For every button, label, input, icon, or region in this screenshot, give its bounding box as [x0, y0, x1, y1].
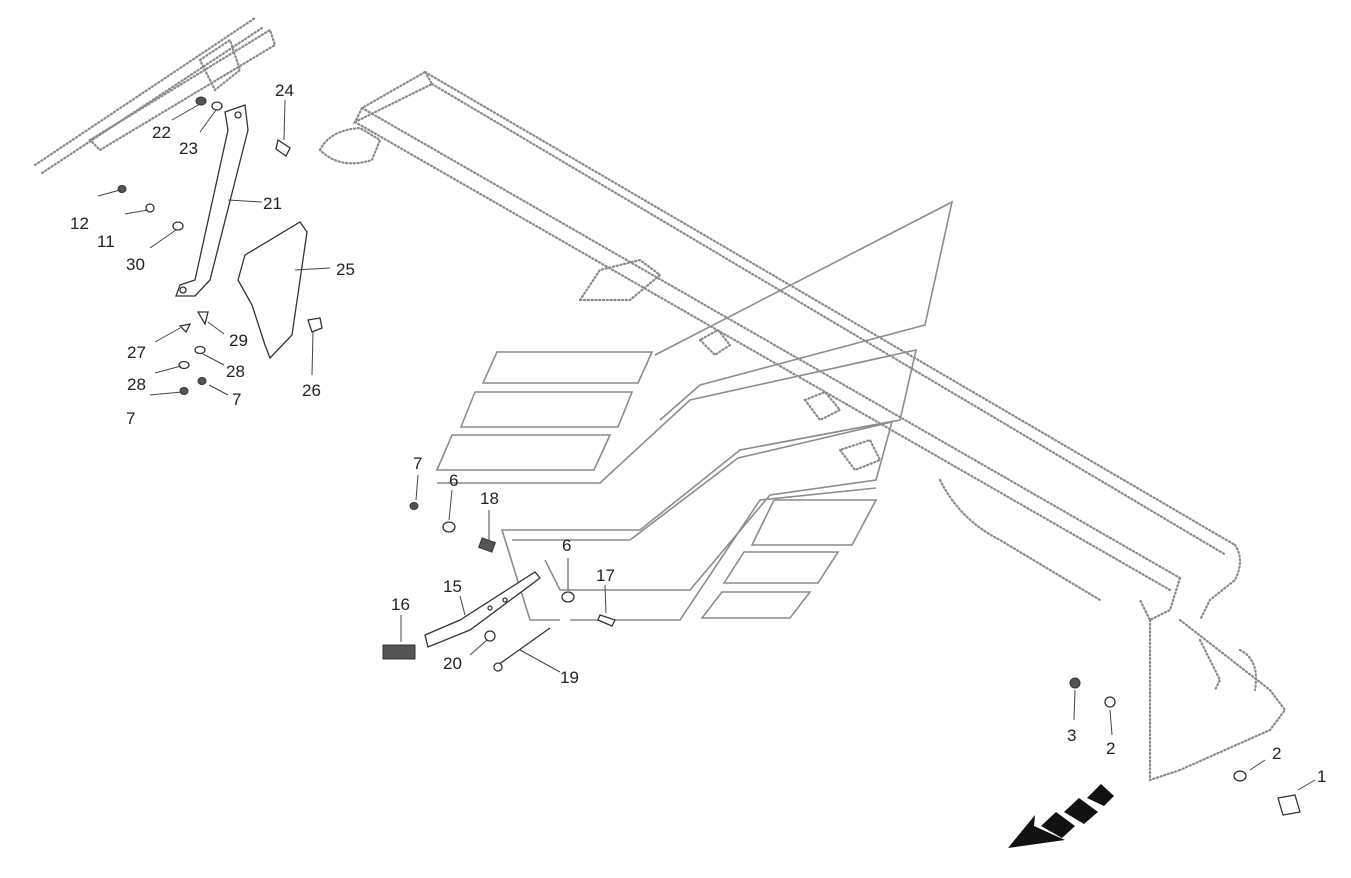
callout-1: 1	[1317, 767, 1326, 786]
callout-25: 25	[336, 260, 355, 279]
callout-19: 19	[560, 668, 579, 687]
callout-24: 24	[275, 81, 294, 100]
part-19-pin	[493, 627, 551, 672]
callout-30: 30	[126, 255, 145, 274]
callout-3: 3	[1067, 726, 1076, 745]
fasteners	[117, 96, 1301, 816]
leader-lines	[97, 99, 1316, 791]
callout-6: 6	[449, 471, 458, 490]
callout-12: 12	[70, 214, 89, 233]
callout-29: 29	[229, 331, 248, 350]
callout-26: 26	[302, 381, 321, 400]
callout-20: 20	[443, 654, 462, 673]
callout-28: 28	[226, 362, 245, 381]
part-20-clip	[484, 630, 496, 642]
callout-2: 2	[1106, 739, 1115, 758]
part-21-support-arm	[175, 104, 249, 297]
callout-27: 27	[127, 343, 146, 362]
callout-7: 7	[232, 390, 241, 409]
callout-21: 21	[263, 194, 282, 213]
callout-6: 6	[562, 536, 571, 555]
callout-28: 28	[127, 375, 146, 394]
callout-11: 11	[97, 232, 115, 251]
callout-22: 22	[152, 123, 171, 142]
part-25-guard-plate	[237, 221, 308, 360]
callout-18: 18	[480, 489, 499, 508]
part-16-pad	[382, 644, 416, 660]
shield-assembly	[435, 200, 954, 621]
callout-15: 15	[443, 577, 462, 596]
callout-16: 16	[391, 595, 410, 614]
upper-left-bar	[33, 16, 277, 175]
callout-2: 2	[1272, 744, 1281, 763]
callout-labels: 1 2 2 3 6 6 7 7 7 11 12 15 16 17 18 19 2…	[70, 81, 1326, 786]
callout-17: 17	[596, 566, 615, 585]
main-frame	[318, 70, 1287, 782]
part-15-strap	[424, 571, 541, 648]
callout-23: 23	[179, 139, 198, 158]
callout-7: 7	[126, 409, 135, 428]
callout-7: 7	[413, 454, 422, 473]
direction-arrow-icon	[1008, 784, 1114, 848]
